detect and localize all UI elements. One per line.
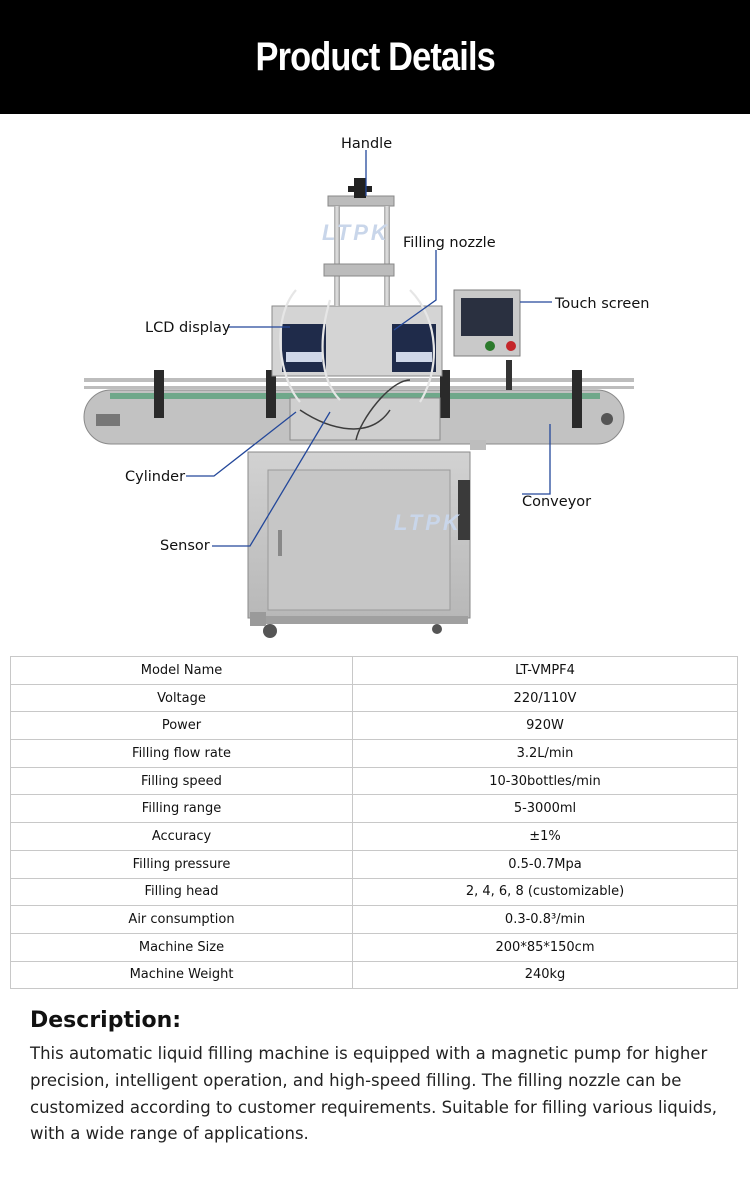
spec-value: 3.2L/min — [352, 739, 738, 768]
machine-figure: LTPK LTPK Handle Filling nozzle Touch sc… — [0, 114, 750, 650]
spec-label: Filling head — [10, 877, 353, 907]
spec-value: 0.3-0.8³/min — [352, 905, 738, 934]
cabinet — [247, 451, 471, 638]
filling-head — [271, 305, 443, 441]
spec-value: 0.5-0.7Mpa — [352, 849, 738, 879]
callout-conveyor: Conveyor — [522, 494, 591, 510]
spec-value: 2, 4, 6, 8 (customizable) — [352, 877, 738, 907]
spec-value: 920W — [352, 711, 738, 741]
spec-value: 240kg — [352, 960, 738, 990]
description-body: This automatic liquid filling machine is… — [30, 1044, 718, 1144]
callout-filling-nozzle: Filling nozzle — [403, 235, 496, 251]
spec-label: Voltage — [10, 683, 353, 713]
spec-label: Filling speed — [10, 766, 353, 796]
touch-screen-panel — [453, 289, 521, 390]
spec-label: Air consumption — [10, 905, 353, 934]
header-banner: Product Details — [0, 0, 750, 114]
spec-value: 10-30bottles/min — [352, 766, 738, 796]
page-title: Product Details — [255, 34, 495, 79]
callout-sensor: Sensor — [160, 538, 210, 554]
side-pipe — [470, 440, 486, 450]
watermark-text: LTPK — [394, 510, 462, 535]
guide-posts — [154, 370, 582, 428]
spec-value: LT-VMPF4 — [352, 656, 738, 685]
spec-label: Filling flow rate — [10, 739, 353, 768]
spec-label: Model Name — [10, 656, 353, 685]
spec-label: Power — [10, 711, 353, 741]
spec-value: 5-3000ml — [352, 794, 738, 824]
hoses — [279, 289, 435, 403]
spec-label: Machine Size — [10, 932, 353, 962]
lift-frame — [323, 178, 395, 306]
spec-label: Filling range — [10, 794, 353, 824]
spec-label: Accuracy — [10, 822, 353, 851]
spec-value: 200*85*150cm — [352, 932, 738, 962]
spec-label: Filling pressure — [10, 849, 353, 879]
filter-unit — [458, 480, 470, 540]
machine-illustration: LTPK LTPK Handle Filling nozzle Touch sc… — [83, 136, 649, 638]
sensor-wires — [299, 379, 411, 441]
description-title: Description: — [30, 1008, 182, 1033]
spec-label: Machine Weight — [10, 960, 353, 990]
watermark-text: LTPK — [322, 220, 390, 245]
callout-cylinder: Cylinder — [125, 469, 185, 485]
spec-value: ±1% — [352, 822, 738, 851]
callout-handle: Handle — [341, 136, 392, 152]
callout-lines — [186, 150, 552, 547]
callout-touch-screen: Touch screen — [554, 296, 649, 312]
callout-lcd-display: LCD display — [145, 320, 231, 336]
spec-value: 220/110V — [352, 683, 738, 713]
table-row: Accuracy±1% — [10, 822, 738, 851]
